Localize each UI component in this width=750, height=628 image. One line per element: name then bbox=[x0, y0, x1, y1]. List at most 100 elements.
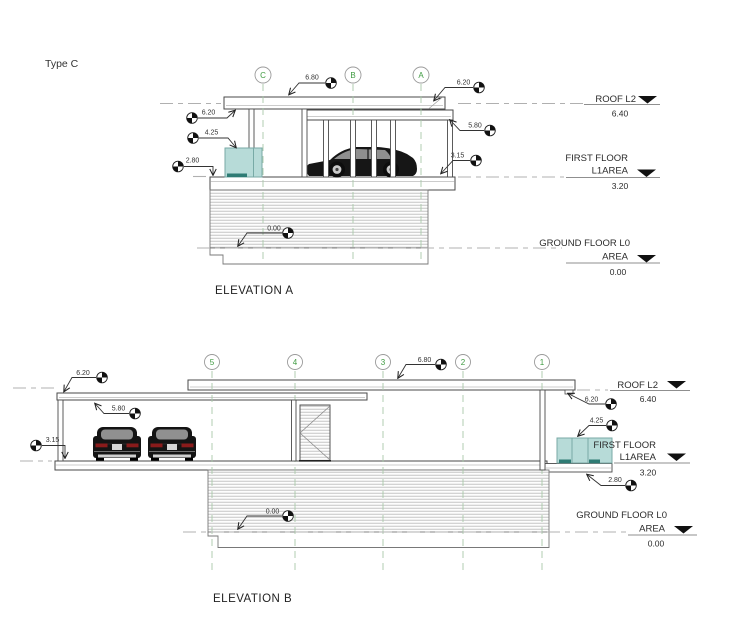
dim-280-left: 2.80 bbox=[172, 158, 213, 176]
louvered-door bbox=[299, 404, 331, 462]
dim-value: 6.20 bbox=[76, 370, 90, 377]
left-wall bbox=[57, 399, 64, 462]
level-roof-l2: ROOF L2 6.40 bbox=[13, 380, 690, 404]
dim-value: 6.80 bbox=[418, 357, 432, 364]
elevation-a-columns bbox=[248, 108, 453, 178]
type-label: Type C bbox=[45, 58, 79, 70]
level-label: AREA bbox=[602, 252, 629, 263]
level-first-floor: FIRST FLOOR L1AREA 3.20 bbox=[20, 440, 690, 478]
dim-425-right: 4.25 bbox=[578, 418, 618, 437]
elevation-a-dimensions: 6.20 4.25 2.80 6.80 6.20 bbox=[172, 75, 496, 247]
floor-slab bbox=[209, 176, 456, 191]
level-first-floor: FIRST FLOOR L1AREA 3.20 bbox=[193, 153, 660, 191]
level-label: GROUND FLOOR L0 bbox=[576, 510, 667, 521]
elevation-b-title: ELEVATION B bbox=[213, 593, 292, 605]
stair-core-box bbox=[224, 147, 263, 178]
dim-value: 3.15 bbox=[451, 153, 465, 160]
dim-680-top: 6.80 bbox=[289, 75, 337, 95]
roof-edge-step bbox=[564, 389, 574, 395]
dim-620-right: 6.20 bbox=[568, 394, 617, 410]
grid-bubble-a: A bbox=[412, 66, 430, 84]
elevation-b-grid-lines bbox=[211, 371, 543, 570]
grid-bubble-label: B bbox=[350, 71, 355, 80]
dim-315-left: 3.15 bbox=[30, 437, 65, 458]
dim-value: 4.25 bbox=[590, 418, 604, 425]
level-value: 6.40 bbox=[612, 109, 629, 119]
dim-315-right: 3.15 bbox=[441, 153, 482, 174]
dim-620-left: 6.20 bbox=[64, 370, 108, 392]
level-value: 0.00 bbox=[610, 267, 627, 277]
dim-value: 5.80 bbox=[468, 123, 482, 130]
elevation-a-title: ELEVATION A bbox=[215, 285, 294, 297]
dim-value: 6.20 bbox=[585, 397, 599, 404]
level-label: GROUND FLOOR L0 bbox=[539, 238, 630, 249]
ground-storey-hatch bbox=[207, 469, 550, 533]
car-side-view bbox=[305, 147, 417, 178]
level-label: AREA bbox=[639, 524, 666, 535]
dim-value: 3.15 bbox=[46, 437, 60, 444]
foundation-outline bbox=[209, 248, 429, 265]
level-ground-floor: GROUND FLOOR L0 AREA 0.00 bbox=[197, 238, 660, 277]
level-ground-floor: GROUND FLOOR L0 AREA 0.00 bbox=[183, 510, 697, 549]
elevation-b-walls bbox=[57, 389, 546, 471]
level-value: 6.40 bbox=[640, 394, 657, 404]
stair-core-box bbox=[556, 437, 613, 464]
dim-000-ground: 0.00 bbox=[238, 509, 294, 530]
elevation-a-view: ROOF L2 6.40 FIRST FLOOR L1AREA 3.20 GRO… bbox=[160, 66, 660, 297]
level-label: ROOF L2 bbox=[617, 380, 658, 391]
level-value: 0.00 bbox=[648, 539, 665, 549]
dim-680-top: 6.80 bbox=[398, 357, 447, 378]
grid-bubble-label: 3 bbox=[381, 358, 386, 367]
door-side-wall bbox=[291, 399, 297, 462]
dim-620-right: 6.20 bbox=[434, 80, 485, 101]
grid-bubble-label: C bbox=[260, 71, 266, 80]
level-label: FIRST FLOOR bbox=[593, 440, 656, 451]
dim-value: 6.20 bbox=[202, 110, 216, 117]
level-value: 3.20 bbox=[612, 181, 629, 191]
dim-580-left: 5.80 bbox=[95, 404, 141, 420]
grid-bubble-2: 2 bbox=[455, 354, 471, 370]
elevation-b-building bbox=[54, 379, 613, 548]
roof-slab-lower bbox=[304, 109, 454, 121]
level-label: FIRST FLOOR bbox=[565, 153, 628, 164]
elevation-b-levels: ROOF L2 6.40 FIRST FLOOR L1AREA 3.20 GRO… bbox=[13, 380, 697, 549]
roof-slab-main bbox=[187, 379, 576, 391]
dim-value: 2.80 bbox=[608, 477, 622, 484]
dim-value: 6.80 bbox=[305, 75, 319, 82]
elevation-a-grid-bubbles: C B A bbox=[254, 66, 430, 84]
ground-storey-hatch bbox=[209, 189, 429, 249]
dim-280-right: 2.80 bbox=[587, 475, 637, 492]
grid-bubble-4: 4 bbox=[287, 354, 303, 370]
foundation-outline bbox=[207, 532, 550, 548]
grid-bubble-3: 3 bbox=[375, 354, 391, 370]
elevation-b-view: ROOF L2 6.40 FIRST FLOOR L1AREA 3.20 GRO… bbox=[13, 354, 697, 605]
level-label: L1AREA bbox=[620, 452, 657, 463]
dim-value: 5.80 bbox=[112, 406, 126, 413]
car-rear-right bbox=[147, 426, 197, 462]
level-roof-l2: ROOF L2 6.40 bbox=[160, 94, 660, 119]
grid-bubble-label: 5 bbox=[210, 358, 215, 367]
grid-bubble-label: A bbox=[418, 71, 424, 80]
elevation-a-building bbox=[209, 96, 456, 265]
level-label: ROOF L2 bbox=[595, 94, 636, 105]
level-value: 3.20 bbox=[640, 468, 657, 478]
grid-bubble-label: 1 bbox=[540, 358, 545, 367]
right-wall bbox=[539, 389, 546, 471]
dim-value: 0.00 bbox=[266, 509, 280, 516]
dim-580-right: 5.80 bbox=[450, 120, 496, 137]
dim-000-ground: 0.00 bbox=[238, 226, 294, 247]
grid-bubble-5: 5 bbox=[204, 354, 220, 370]
elevation-a-levels: ROOF L2 6.40 FIRST FLOOR L1AREA 3.20 GRO… bbox=[160, 94, 660, 277]
grid-bubble-1: 1 bbox=[534, 354, 550, 370]
grid-bubble-c: C bbox=[254, 66, 272, 84]
elevation-b-dimensions: 6.80 6.20 5.80 3.15 6.20 bbox=[30, 357, 637, 530]
level-label: L1AREA bbox=[592, 166, 629, 177]
elevation-b-grid-bubbles: 5 4 3 2 1 bbox=[204, 354, 550, 370]
dim-value: 2.80 bbox=[186, 158, 200, 165]
dim-425-left: 4.25 bbox=[187, 130, 236, 148]
car-rear-left bbox=[92, 426, 142, 462]
floor-slab bbox=[54, 460, 548, 471]
dim-620-left: 6.20 bbox=[186, 110, 235, 124]
